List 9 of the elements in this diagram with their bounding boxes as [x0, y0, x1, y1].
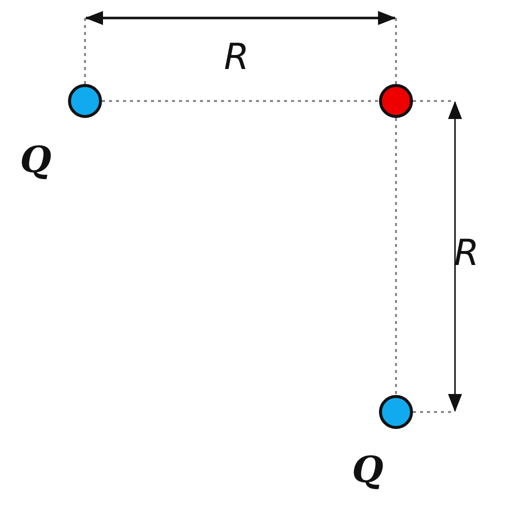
charge-label: Q [20, 142, 52, 178]
distance-label: R [454, 236, 480, 272]
charge-circle [68, 84, 102, 118]
charge-label: Q [352, 452, 384, 488]
charge-circle [379, 395, 413, 429]
charge-circle [379, 84, 413, 118]
dotted-connector [102, 100, 379, 102]
distance-label: R [224, 40, 250, 76]
dotted-connector [395, 118, 397, 395]
